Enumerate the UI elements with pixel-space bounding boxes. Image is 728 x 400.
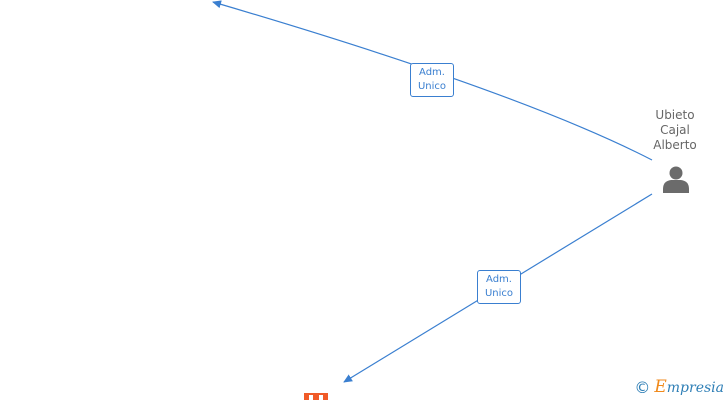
person-name-line1: Ubieto	[655, 108, 695, 122]
person-icon[interactable]	[661, 164, 691, 194]
edge-label-bottom-line1: Adm.	[486, 274, 512, 285]
person-node[interactable]: Ubieto Cajal Alberto	[640, 108, 710, 193]
person-name-line2: Cajal	[660, 123, 690, 137]
edge-line-top	[212, 0, 653, 161]
brand-logo-initial: E	[654, 377, 667, 397]
brand-logo: Empresia	[654, 377, 724, 397]
person-name[interactable]: Ubieto Cajal Alberto	[640, 108, 710, 153]
edge-label-top-line2: Unico	[417, 81, 447, 92]
person-name-line3: Alberto	[653, 138, 697, 152]
edge-label-bottom-line2: Unico	[484, 288, 514, 299]
brand-logo-rest: mpresia	[666, 380, 724, 396]
watermark: © Empresia	[634, 377, 724, 397]
edge-label-top[interactable]: Adm. Unico	[410, 63, 454, 97]
building-icon[interactable]	[304, 393, 328, 400]
copyright-icon: ©	[634, 377, 651, 397]
edge-label-top-line1: Adm.	[419, 67, 445, 78]
edge-label-bottom[interactable]: Adm. Unico	[477, 270, 521, 304]
